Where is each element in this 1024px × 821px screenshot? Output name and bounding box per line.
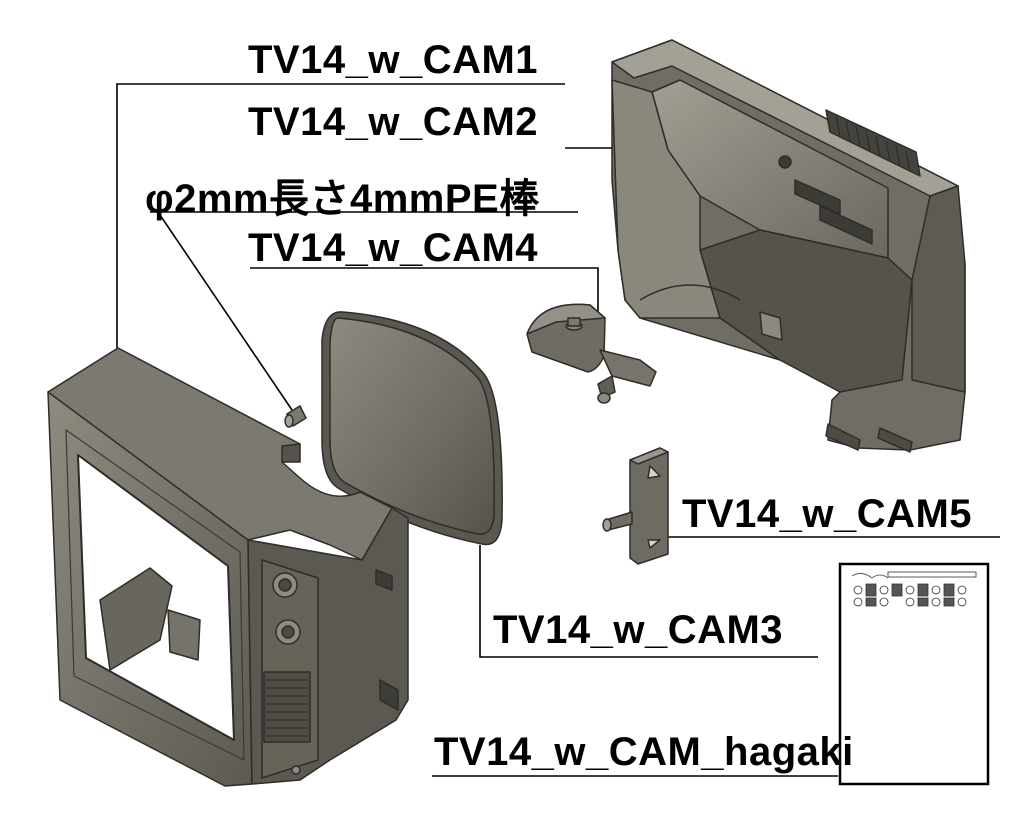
part-cam2-rear-housing [611, 39, 966, 453]
label-hagaki: TV14_w_CAM_hagaki [434, 730, 854, 774]
leader-cam3 [479, 545, 818, 658]
hagaki-parts-grid [853, 583, 967, 607]
leader-cam1 [116, 83, 565, 355]
label-cam4: TV14_w_CAM4 [248, 226, 539, 270]
label-cam2: TV14_w_CAM2 [248, 100, 539, 144]
leader-lines [116, 83, 1000, 777]
part-cam4-lever [526, 303, 657, 404]
part-cam3-screen [321, 311, 503, 546]
part-pe-rod [284, 404, 307, 428]
label-cam3: TV14_w_CAM3 [493, 608, 784, 652]
part-cam1-front-bezel [47, 347, 409, 787]
part-hagaki-sheet [838, 562, 990, 786]
label-cam5: TV14_w_CAM5 [682, 492, 973, 536]
leader-pe-rod [157, 211, 293, 411]
label-pe-rod: φ2mm長さ4mmPE棒 [145, 177, 540, 221]
label-cam1: TV14_w_CAM1 [248, 38, 539, 82]
part-cam5-slider [602, 447, 669, 565]
